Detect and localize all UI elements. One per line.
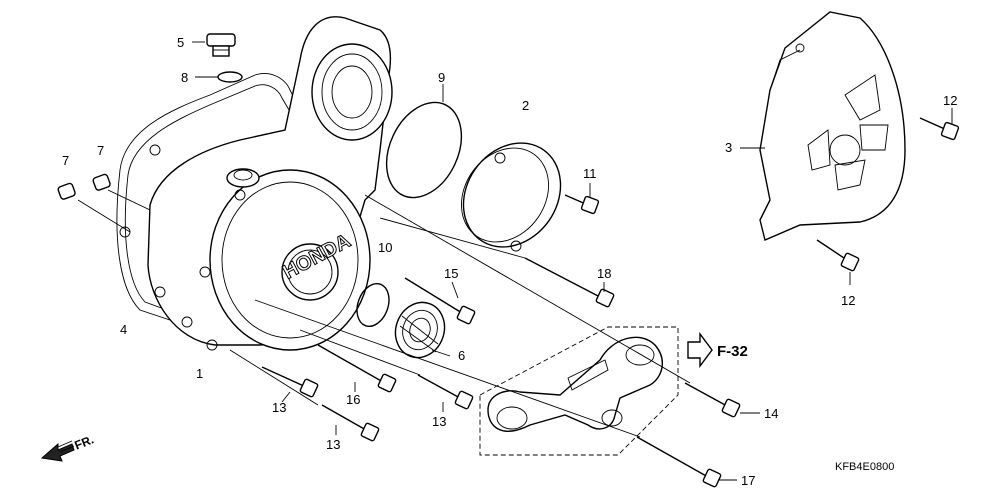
bolt-13-lower-left-a — [261, 366, 319, 398]
callout-7b: 7 — [97, 143, 104, 158]
crankcase-gasket-inner — [124, 84, 293, 323]
drawing-code: KFB4E0800 — [835, 461, 894, 473]
inspection-plug — [394, 301, 446, 359]
dowel-pin-left — [57, 182, 76, 200]
bolt-12-lower — [816, 239, 860, 272]
bolt-11 — [564, 194, 600, 215]
callout-17: 17 — [741, 473, 755, 488]
alignment-line — [364, 194, 691, 384]
drive-sprocket-cover — [759, 11, 906, 241]
callout-12a: 12 — [943, 93, 957, 108]
reference-arrow-icon — [687, 331, 713, 369]
front-label: FR. — [73, 432, 96, 452]
leader-line — [431, 349, 451, 357]
large-o-ring — [385, 101, 463, 199]
bolt-14 — [684, 382, 741, 418]
callout-9: 9 — [438, 70, 445, 85]
callout-4: 4 — [120, 322, 127, 337]
bolt-18 — [524, 257, 615, 308]
bolt-12-upper — [919, 117, 960, 141]
alignment-line — [229, 349, 319, 406]
alignment-line — [77, 199, 131, 233]
callout-8: 8 — [181, 70, 188, 85]
leader-line — [451, 281, 459, 299]
callout-14: 14 — [764, 406, 778, 421]
dowel-pin-right — [92, 173, 111, 191]
callout-15: 15 — [444, 266, 458, 281]
callout-10: 10 — [378, 240, 392, 255]
callout-13c: 13 — [432, 414, 446, 429]
bolt-15 — [404, 277, 476, 325]
alignment-line — [107, 189, 151, 211]
leader-line — [281, 391, 291, 403]
callout-13b: 13 — [326, 437, 340, 452]
generator-cover — [461, 142, 562, 252]
reference-label: F-32 — [717, 343, 748, 360]
callout-2: 2 — [522, 98, 529, 113]
callout-1: 1 — [196, 366, 203, 381]
alignment-line — [379, 217, 526, 259]
callout-18: 18 — [597, 266, 611, 281]
bolt-16 — [317, 344, 397, 393]
callout-13a: 13 — [272, 400, 286, 415]
callout-11: 11 — [583, 166, 597, 181]
callout-3: 3 — [725, 140, 732, 155]
oil-filler-cap — [206, 33, 236, 57]
plug-o-ring — [356, 282, 390, 328]
bolt-17 — [636, 436, 722, 488]
callout-16: 16 — [346, 392, 360, 407]
callout-5: 5 — [177, 35, 184, 50]
alignment-line — [254, 299, 641, 438]
filler-o-ring — [217, 71, 243, 83]
chain-guide-bracket — [479, 326, 679, 456]
alignment-line — [299, 329, 421, 376]
callout-7a: 7 — [62, 153, 69, 168]
callout-6: 6 — [458, 348, 465, 363]
bolt-13-center — [417, 374, 474, 410]
bolt-13-lower-left-b — [321, 404, 380, 442]
front-direction-arrow-icon — [40, 440, 75, 462]
left-crankcase-cover: HONDA — [119, 16, 393, 351]
crankcase-gasket — [116, 73, 301, 331]
callout-12b: 12 — [841, 293, 855, 308]
